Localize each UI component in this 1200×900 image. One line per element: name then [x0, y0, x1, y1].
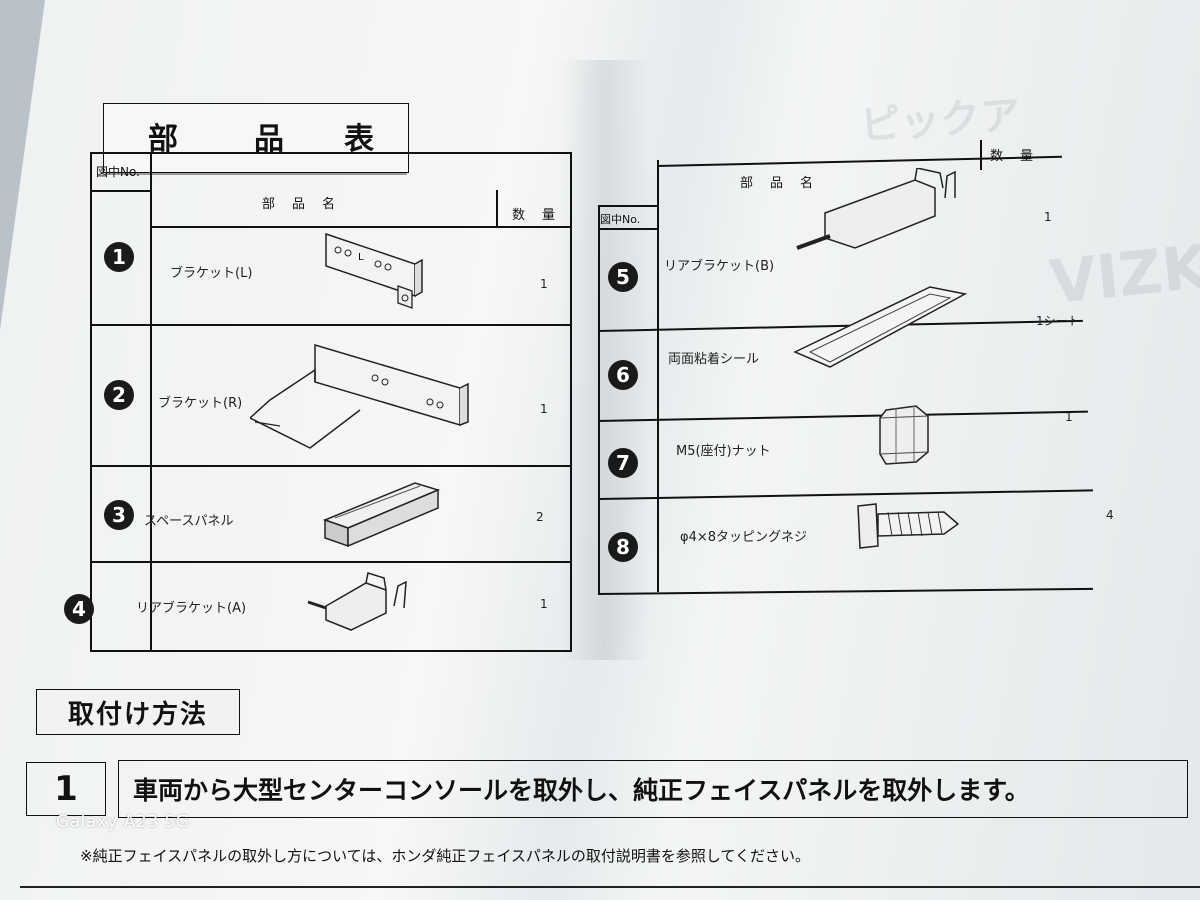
item-qty: 1 [1044, 210, 1052, 224]
parts-table-left-border [90, 152, 572, 652]
row-divider [598, 205, 658, 207]
item-qty: 1 [540, 402, 548, 416]
tapping-screw-drawing [857, 503, 960, 549]
item-number-badge: 7 [608, 448, 638, 478]
col-header-name: 部 品 名 [740, 176, 816, 191]
bracket-l-drawing: L [325, 232, 423, 309]
m5-nut-drawing [879, 405, 929, 465]
item-number-badge: 8 [608, 532, 638, 562]
item-name: 両面粘着シール [668, 352, 760, 367]
col-divider [496, 190, 498, 226]
item-qty: 4 [1106, 508, 1114, 522]
title-char-3: 表 [344, 122, 374, 157]
item-number-badge: 5 [608, 262, 638, 292]
col-header-no: 図中No. [96, 165, 140, 179]
svg-text:L: L [358, 252, 364, 263]
col-divider [657, 160, 659, 592]
item-qty: 1 [540, 277, 548, 291]
step-note: ※純正フェイスパネルの取外し方については、ホンダ純正フェイスパネルの取付説明書を… [80, 847, 811, 865]
table-border-left [598, 205, 600, 595]
item-qty: 1 [1065, 410, 1073, 424]
item-qty: 1シート [1036, 314, 1080, 328]
item-name: スペースパネル [144, 514, 234, 529]
item-number-badge: 1 [104, 242, 134, 272]
item-name: φ4×8タッピングネジ [680, 530, 808, 545]
row-divider [90, 324, 570, 326]
space-panel-drawing [322, 482, 441, 548]
bracket-r-drawing [250, 343, 469, 449]
rear-bracket-a-drawing [307, 572, 407, 631]
step-number: 1 [26, 762, 106, 816]
col-divider [980, 140, 982, 170]
row-divider [150, 226, 570, 228]
col-divider [150, 152, 152, 650]
col-header-name: 部 品 名 [262, 197, 338, 212]
item-qty: 2 [536, 510, 544, 524]
bleed-through-text: ピックア [858, 92, 1022, 150]
section-heading: 取付け方法 [36, 689, 240, 735]
rear-bracket-b-drawing [796, 168, 956, 250]
camera-watermark: Galaxy A23 5G [56, 812, 190, 832]
item-number-badge: 4 [64, 594, 94, 624]
item-number-badge: 2 [104, 380, 134, 410]
col-header-qty: 数 量 [990, 149, 1036, 164]
item-name: ブラケット(R) [158, 396, 243, 411]
item-number-badge: 6 [608, 360, 638, 390]
step-instruction: 車両から大型センターコンソールを取外し、純正フェイスパネルを取外します。 [118, 760, 1188, 818]
row-divider [90, 561, 570, 563]
item-name: M5(座付)ナット [676, 444, 771, 459]
item-qty: 1 [540, 597, 548, 611]
item-number-badge: 3 [104, 500, 134, 530]
next-step-box-edge [20, 886, 1200, 888]
row-divider [598, 228, 658, 230]
item-name: リアブラケット(B) [664, 259, 775, 274]
row-divider [90, 190, 150, 192]
title-char-1: 部 [148, 122, 178, 157]
page-title-box: 部 品 表 [103, 103, 409, 173]
row-divider [90, 465, 570, 467]
double-sided-tape-drawing [793, 286, 968, 368]
item-name: リアブラケット(A) [136, 601, 247, 616]
page-fold-shadow [560, 60, 650, 660]
col-header-qty: 数 量 [512, 208, 558, 223]
title-char-2: 品 [254, 122, 284, 157]
item-name: ブラケット(L) [170, 266, 253, 281]
col-header-no: 図中No. [600, 213, 641, 226]
